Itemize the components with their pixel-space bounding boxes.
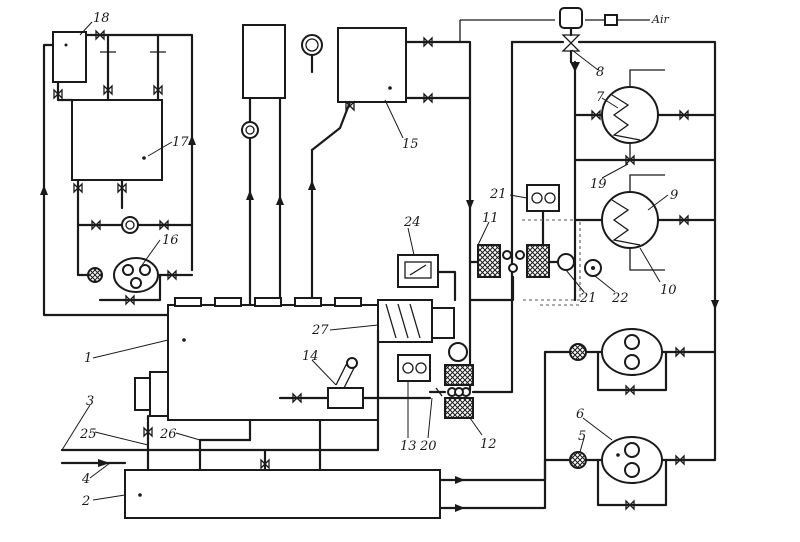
bypass-19	[573, 154, 717, 166]
dashed-bypass	[520, 219, 582, 306]
label-4: 4	[81, 472, 90, 487]
pump-16	[87, 257, 159, 293]
label-6: 6	[576, 407, 584, 422]
label-7: 7	[596, 90, 605, 105]
label-8: 8	[596, 65, 604, 80]
expansion-tank-18	[52, 31, 87, 83]
header-tank	[242, 24, 286, 99]
label-13: 13	[400, 439, 417, 454]
label-9: 9	[670, 188, 678, 203]
label-17: 17	[172, 135, 189, 150]
filter-12	[428, 40, 514, 419]
engine-1	[134, 297, 455, 421]
engine-pipes	[146, 328, 432, 472]
label-24: 24	[403, 215, 421, 230]
heat-exchanger-9	[573, 174, 717, 271]
label-12: 12	[480, 437, 497, 452]
label-20: 20	[419, 439, 437, 454]
pump-upper-right	[438, 328, 717, 482]
gauge-top	[301, 34, 323, 56]
label-21-lower: 21	[579, 291, 597, 306]
inlet-lines	[60, 418, 380, 472]
valves-upper-left	[53, 29, 177, 306]
flow-arrows-left	[40, 135, 196, 195]
label-11: 11	[482, 211, 499, 226]
filter-11	[468, 244, 575, 302]
pump-21-upper	[526, 184, 560, 247]
label-15: 15	[402, 137, 419, 152]
cooling-unit-17	[71, 99, 163, 181]
thermometer-14	[335, 357, 358, 389]
air-line: Air	[459, 13, 669, 42]
label-14: 14	[302, 349, 319, 364]
label-21-upper: 21	[489, 187, 507, 202]
instrument-13	[397, 354, 431, 382]
label-22: 22	[611, 291, 629, 306]
air-valve-8	[510, 7, 717, 462]
label-18: 18	[93, 11, 110, 26]
flow-arrows-right	[455, 300, 719, 512]
label-16: 16	[162, 233, 179, 248]
label-3: 3	[86, 394, 94, 409]
label-2: 2	[81, 494, 90, 509]
callout-leaders	[61, 21, 669, 501]
air-label: Air	[651, 13, 669, 26]
label-26: 26	[159, 427, 177, 442]
gauge-22	[584, 259, 602, 277]
instrument-24	[397, 254, 457, 302]
label-19: 19	[590, 177, 607, 192]
label-1: 1	[84, 351, 92, 366]
callout-numbers: 18 17 16 1 3 25 4 2 26 14 27 24 15 13 20…	[79, 11, 678, 509]
unit-15	[337, 27, 407, 103]
label-27: 27	[311, 323, 329, 338]
label-10: 10	[660, 283, 677, 298]
tank-2	[124, 469, 441, 519]
label-5: 5	[578, 429, 586, 444]
label-25: 25	[79, 427, 97, 442]
pump-6	[438, 436, 717, 511]
